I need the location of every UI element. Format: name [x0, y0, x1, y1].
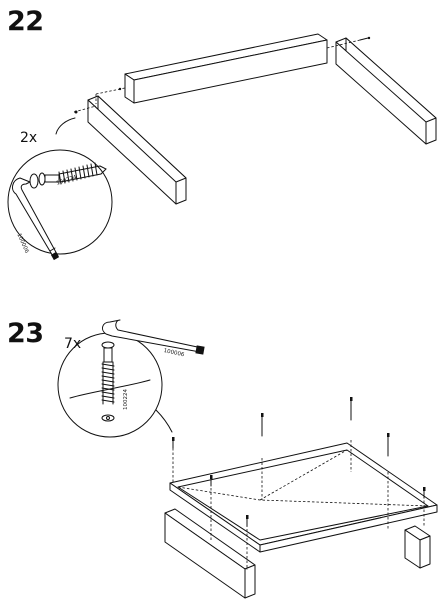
step-22-illustration — [7, 33, 437, 261]
frame-assembly — [164, 440, 438, 599]
screw-icon — [101, 341, 115, 422]
step-22-callout — [7, 117, 113, 261]
left-side-panel — [87, 94, 187, 205]
step-23-callout — [57, 319, 205, 438]
step-23-quantity: 7x — [64, 336, 82, 352]
step-22-number: 22 — [7, 6, 44, 37]
allen-key-icon — [12, 177, 60, 261]
allen-key-icon — [102, 319, 205, 355]
step-23-screw-part-number: 100224 — [123, 389, 129, 410]
top-rail — [95, 33, 328, 104]
right-side-panel — [326, 36, 437, 145]
screw-icon — [29, 162, 107, 189]
screws-above-frame — [172, 397, 426, 527]
step-22-quantity: 2x — [20, 130, 38, 146]
step-23-number: 23 — [7, 318, 44, 349]
